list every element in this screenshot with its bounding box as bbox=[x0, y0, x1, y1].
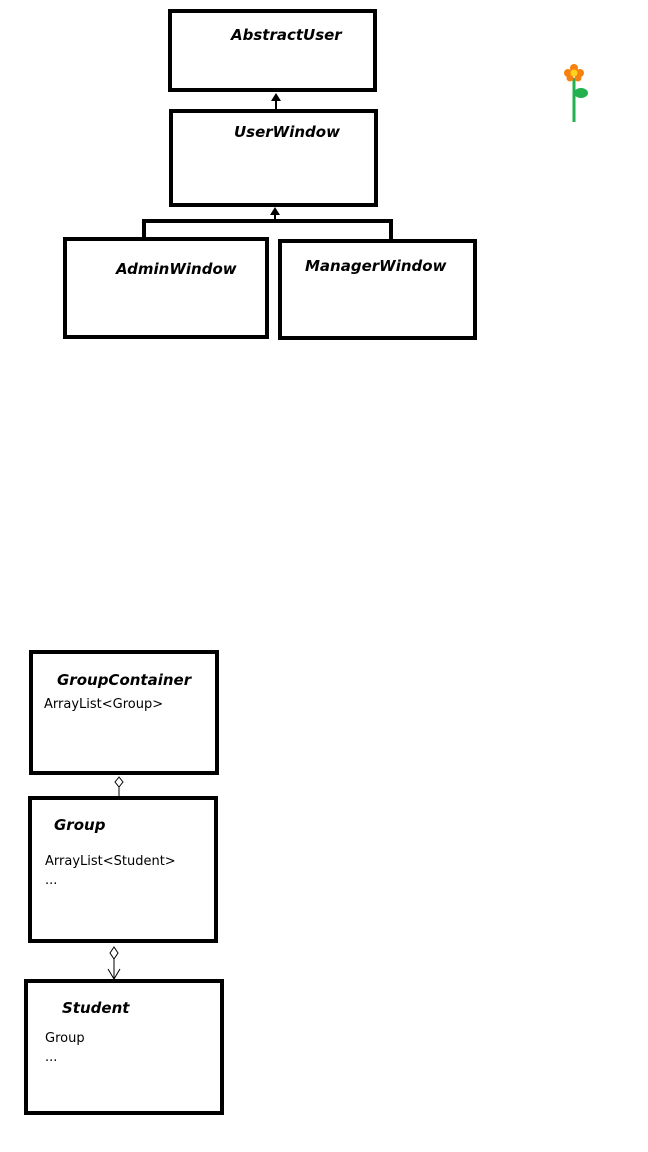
class-box-managerwindow: ManagerWindow bbox=[278, 239, 477, 340]
aggregation-arrow-group-groupcontainer bbox=[114, 776, 124, 796]
class-title: AbstractUser bbox=[231, 26, 342, 44]
inheritance-connector-subclasses bbox=[142, 207, 393, 239]
class-title: AdminWindow bbox=[116, 260, 237, 278]
inheritance-arrow-userwindow-abstractuser bbox=[271, 93, 281, 109]
class-field: ArrayList<Group> bbox=[44, 697, 164, 712]
flower-icon bbox=[564, 64, 588, 122]
association-arrow-group-student bbox=[107, 946, 121, 980]
class-title: UserWindow bbox=[234, 123, 340, 141]
class-field-ellipsis: ... bbox=[45, 873, 58, 888]
class-box-group: Group ArrayList<Student> ... bbox=[28, 796, 218, 943]
class-box-adminwindow: AdminWindow bbox=[63, 237, 269, 339]
class-title: GroupContainer bbox=[57, 671, 192, 689]
class-field: ArrayList<Student> bbox=[45, 854, 176, 869]
class-title: ManagerWindow bbox=[305, 257, 447, 275]
class-box-abstractuser: AbstractUser bbox=[168, 9, 377, 92]
class-title: Group bbox=[54, 816, 106, 834]
class-field-ellipsis: ... bbox=[45, 1050, 58, 1065]
class-title: Student bbox=[62, 999, 130, 1017]
class-box-userwindow: UserWindow bbox=[169, 109, 378, 207]
class-field: Group bbox=[45, 1031, 85, 1046]
class-box-student: Student Group ... bbox=[24, 979, 224, 1115]
class-box-groupcontainer: GroupContainer ArrayList<Group> bbox=[29, 650, 219, 775]
